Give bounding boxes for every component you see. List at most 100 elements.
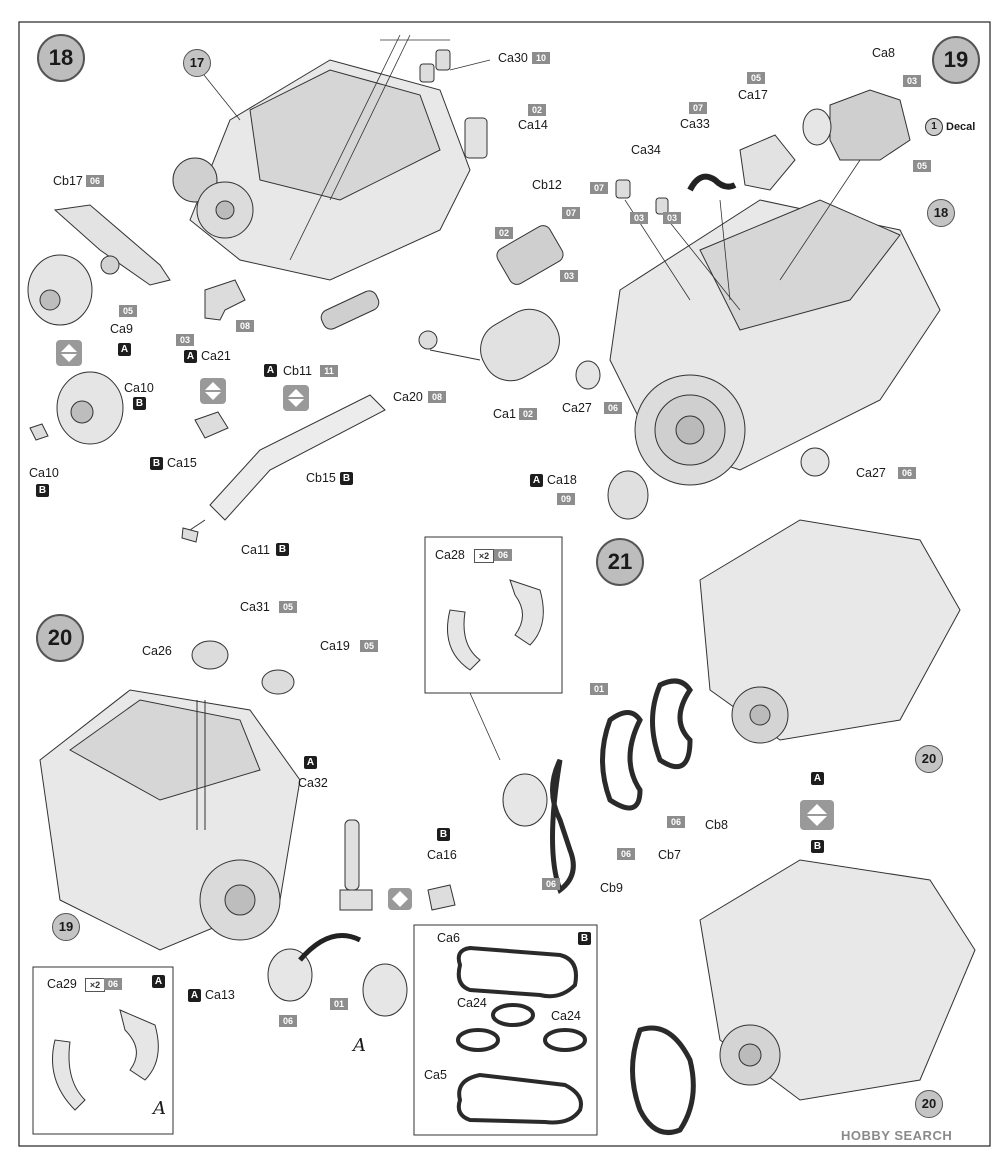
decal-number: 1 — [925, 118, 943, 136]
label-ca20: Ca20 — [393, 390, 423, 404]
sprue-ca18: 09 — [557, 493, 575, 505]
label-ca31: Ca31 — [240, 600, 270, 614]
label-ca24-b: Ca24 — [551, 1009, 581, 1023]
sprue-cb9: 06 — [542, 878, 560, 890]
ca14-part — [464, 117, 488, 159]
label-ca24-a: Ca24 — [457, 996, 487, 1010]
variant-a-ca13: A — [188, 989, 201, 1002]
step-number-19: 19 — [932, 36, 980, 84]
ref-step-20-bottom: 20 — [915, 1090, 943, 1118]
sprue-cb8: 06 — [667, 816, 685, 828]
ca16-part — [427, 884, 456, 911]
variant-b-ca15: B — [150, 457, 163, 470]
variant-a-ca29: A — [152, 975, 165, 988]
label-ca5: Ca5 — [424, 1068, 447, 1082]
sprue-ca21-a: 03 — [176, 334, 194, 346]
belt-step20-bottom — [630, 1025, 696, 1135]
ca18-part — [607, 470, 649, 520]
label-ca26: Ca26 — [142, 644, 172, 658]
label-cb17: Cb17 — [53, 174, 83, 188]
variant-a-ca9: A — [118, 343, 131, 356]
sprue-ca34-a: 07 — [590, 182, 608, 194]
label-ca19: Ca19 — [320, 639, 350, 653]
sprue-ca34-b: 03 — [630, 212, 648, 224]
variant-b-ca16: B — [437, 828, 450, 841]
label-ca1: Ca1 — [493, 407, 516, 421]
sprue-ca20: 08 — [428, 391, 446, 403]
mult-ca28: ×2 — [474, 549, 494, 563]
sprue-ca27-a: 06 — [604, 402, 622, 414]
detail-letter-a1: A — [353, 1035, 366, 1056]
variant-b-ca11: B — [276, 543, 289, 556]
engine-step21-top — [699, 519, 961, 744]
sprue-ca28: 06 — [494, 549, 512, 561]
ca27-parts — [575, 360, 830, 477]
sprue-cb7: 06 — [617, 848, 635, 860]
variant-b-step21: B — [811, 840, 824, 853]
sprue-cb12-b: 02 — [495, 227, 513, 239]
sprue-ca8-b: 05 — [913, 160, 931, 172]
label-ca27-b: Ca27 — [856, 466, 886, 480]
label-cb15: Cb15 — [306, 471, 336, 485]
sprue-ca27-b: 06 — [898, 467, 916, 479]
label-ca10-b: Ca10 — [29, 466, 59, 480]
sprue-ca14: 02 — [528, 104, 546, 116]
sprue-ca17: 05 — [747, 72, 765, 84]
label-ca34: Ca34 — [631, 143, 661, 157]
cb11-part — [320, 290, 380, 330]
ca15-part — [194, 411, 229, 439]
sprue-ca8: 03 — [903, 75, 921, 87]
variant-a-ca21: A — [184, 350, 197, 363]
hobby-search-watermark: HOBBY SEARCH — [841, 1128, 953, 1143]
step-number-18: 18 — [37, 34, 85, 82]
page-frame — [18, 21, 991, 1147]
label-ca17: Ca17 — [738, 88, 768, 102]
label-cb12: Cb12 — [532, 178, 562, 192]
label-ca27-a: Ca27 — [562, 401, 592, 415]
sprue-ca21-b: 08 — [236, 320, 254, 332]
label-ca28: Ca28 — [435, 548, 465, 562]
sprue-ca9: 05 — [119, 305, 137, 317]
label-cb7: Cb7 — [658, 848, 681, 862]
pulley-step21 — [502, 773, 548, 827]
sprue-cb12-c: 03 — [560, 270, 578, 282]
variant-b-ca10-b: B — [36, 484, 49, 497]
cb15-part — [181, 394, 386, 543]
ca8-part — [802, 89, 911, 161]
label-ca18: Ca18 — [547, 473, 577, 487]
label-ca6: Ca6 — [437, 931, 460, 945]
label-decal: Decal — [946, 121, 976, 133]
ca13-part — [267, 933, 408, 1017]
variant-a-step21: A — [811, 772, 824, 785]
ca31-ca19-parts — [191, 640, 295, 830]
swap-arrow-icons — [56, 340, 309, 411]
b-belts — [456, 945, 587, 1125]
sprue-cb17: 06 — [86, 175, 104, 187]
label-ca8: Ca8 — [872, 46, 895, 60]
step-number-20: 20 — [36, 614, 84, 662]
label-cb11: Cb11 — [283, 364, 312, 378]
cb17-ca9-parts — [27, 204, 171, 326]
variant-b-cb15: B — [340, 472, 353, 485]
label-ca14: Ca14 — [518, 118, 548, 132]
sprue-ca30: 10 — [532, 52, 550, 64]
sprue-ca13-a: 06 — [279, 1015, 297, 1027]
ca33-part — [687, 173, 737, 192]
sprue-cb12: 07 — [562, 207, 580, 219]
sprue-ca29: 06 — [104, 978, 122, 990]
sprue-ca33: 07 — [689, 102, 707, 114]
variant-b-box: B — [578, 932, 591, 945]
label-ca33: Ca33 — [680, 117, 710, 131]
step-number-21: 21 — [596, 538, 644, 586]
ca32-part — [339, 819, 373, 911]
ca10-part — [29, 371, 124, 445]
ca17-part — [739, 134, 796, 191]
ca30-parts — [419, 49, 451, 83]
label-ca29: Ca29 — [47, 977, 77, 991]
ca1-part — [429, 308, 560, 382]
label-ca15: Ca15 — [167, 456, 197, 470]
ref-step-17: 17 — [183, 49, 211, 77]
ca34-parts — [615, 179, 669, 215]
swap-arrow-step21 — [800, 800, 834, 830]
ref-step-18: 18 — [927, 199, 955, 227]
